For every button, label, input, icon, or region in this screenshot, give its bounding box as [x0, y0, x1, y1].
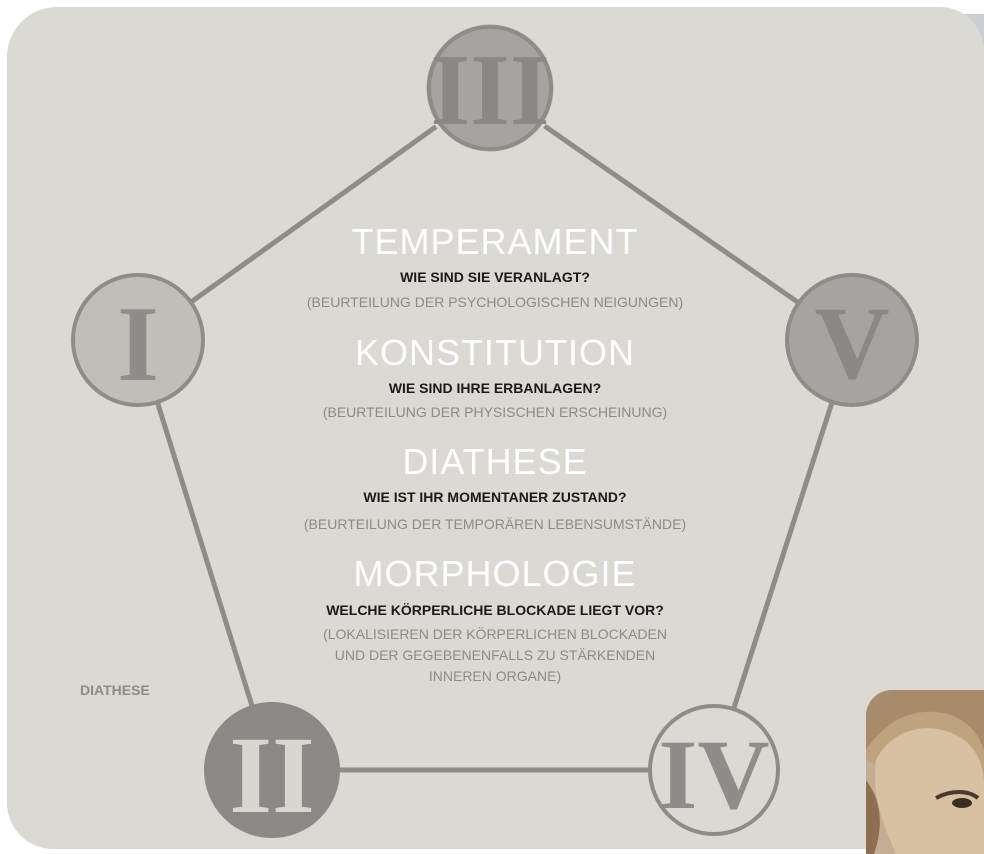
numeral-v: V: [814, 286, 889, 401]
pentagon-edges: [135, 85, 855, 773]
note-morphologie-line1: (LOKALISIEREN DER KÖRPERLICHEN BLOCKADEN: [323, 626, 667, 642]
heading-temperament: TEMPERAMENT: [351, 221, 639, 262]
note-temperament: (BEURTEILUNG DER PSYCHOLOGISCHEN NEIGUNG…: [306, 294, 684, 310]
question-diathese: WIE IST IHR MOMENTANER ZUSTAND?: [363, 489, 627, 505]
portrait-photo: [866, 690, 984, 854]
node-iii: III: [423, 21, 557, 155]
edge-v-iv: [711, 339, 855, 771]
portrait-illustration: [866, 690, 984, 854]
edge-iii-i: [136, 85, 492, 343]
heading-konstitution: KONSTITUTION: [355, 332, 635, 373]
heading-diathese: DIATHESE: [402, 441, 588, 482]
question-temperament: WIE SIND SIE VERANLAGT?: [400, 269, 590, 285]
node-iv: IV: [648, 704, 780, 836]
edge-i-ii: [135, 339, 275, 771]
note-morphologie-line2: UND DER GEGEBENENFALLS ZU STÄRKENDEN: [334, 647, 656, 663]
side-label-diathese: DIATHESE: [80, 682, 150, 698]
question-konstitution: WIE SIND IHRE ERBANLAGEN?: [388, 380, 602, 396]
numeral-iii: III: [430, 34, 549, 147]
numeral-i: I: [117, 285, 159, 404]
numeral-ii: II: [229, 714, 315, 836]
note-morphologie-line3: INNEREN ORGANE): [428, 668, 562, 684]
note-konstitution: (BEURTEILUNG DER PHYSISCHEN ERSCHEINUNG): [322, 404, 668, 420]
node-ii: II: [204, 702, 340, 838]
heading-morphologie: MORPHOLOGIE: [353, 553, 637, 594]
node-i: I: [71, 273, 205, 407]
node-v: V: [785, 273, 919, 407]
numeral-iv: IV: [658, 719, 769, 830]
question-morphologie: WELCHE KÖRPERLICHE BLOCKADE LIEGT VOR?: [326, 602, 664, 618]
edge-iii-v: [488, 85, 854, 343]
note-diathese: (BEURTEILUNG DER TEMPORÄREN LEBENSUMSTÄN…: [303, 516, 687, 532]
